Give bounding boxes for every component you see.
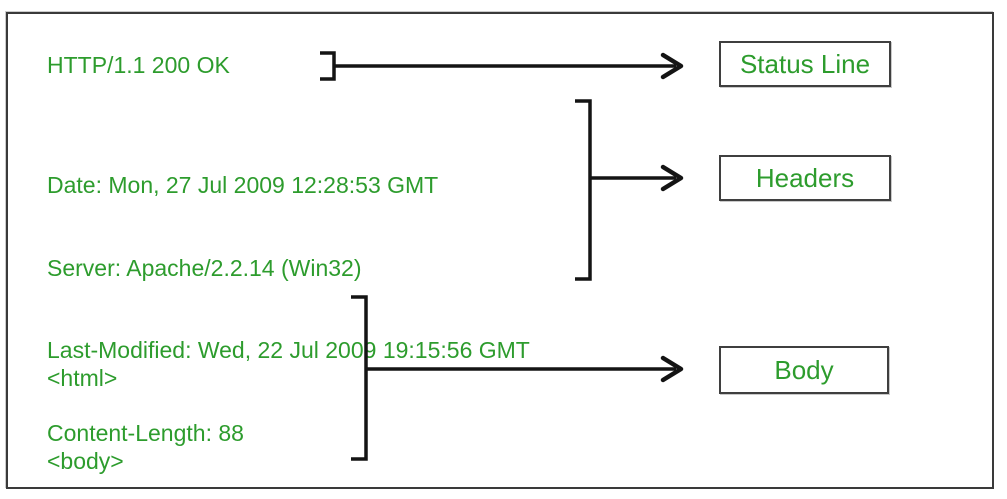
body-line: <body> bbox=[47, 447, 124, 474]
status-line-box-label: Status Line bbox=[739, 48, 871, 79]
status-line-box: Status Line bbox=[719, 41, 891, 87]
body-line: <html> bbox=[47, 365, 118, 391]
body-box: Body bbox=[719, 346, 889, 394]
header-line: Server: Apache/2.2.14 (Win32) bbox=[47, 254, 362, 281]
header-line: Date: Mon, 27 Jul 2009 12:28:53 GMT bbox=[47, 172, 439, 198]
figure-frame bbox=[6, 12, 994, 489]
headers-box: Headers bbox=[719, 155, 891, 201]
headers-block: Date: Mon, 27 Jul 2009 12:28:53 GMT Serv… bbox=[47, 117, 530, 499]
headers-box-label: Headers bbox=[755, 162, 855, 193]
header-line: Content-Length: 88 bbox=[47, 419, 244, 446]
header-line: Last-Modified: Wed, 22 Jul 2009 19:15:56… bbox=[47, 337, 530, 363]
status-line-text: HTTP/1.1 200 OK bbox=[47, 52, 230, 78]
body-block: <html> <body> <h1>Hello, World!</h1> </b… bbox=[47, 310, 290, 499]
body-box-label: Body bbox=[774, 354, 834, 385]
